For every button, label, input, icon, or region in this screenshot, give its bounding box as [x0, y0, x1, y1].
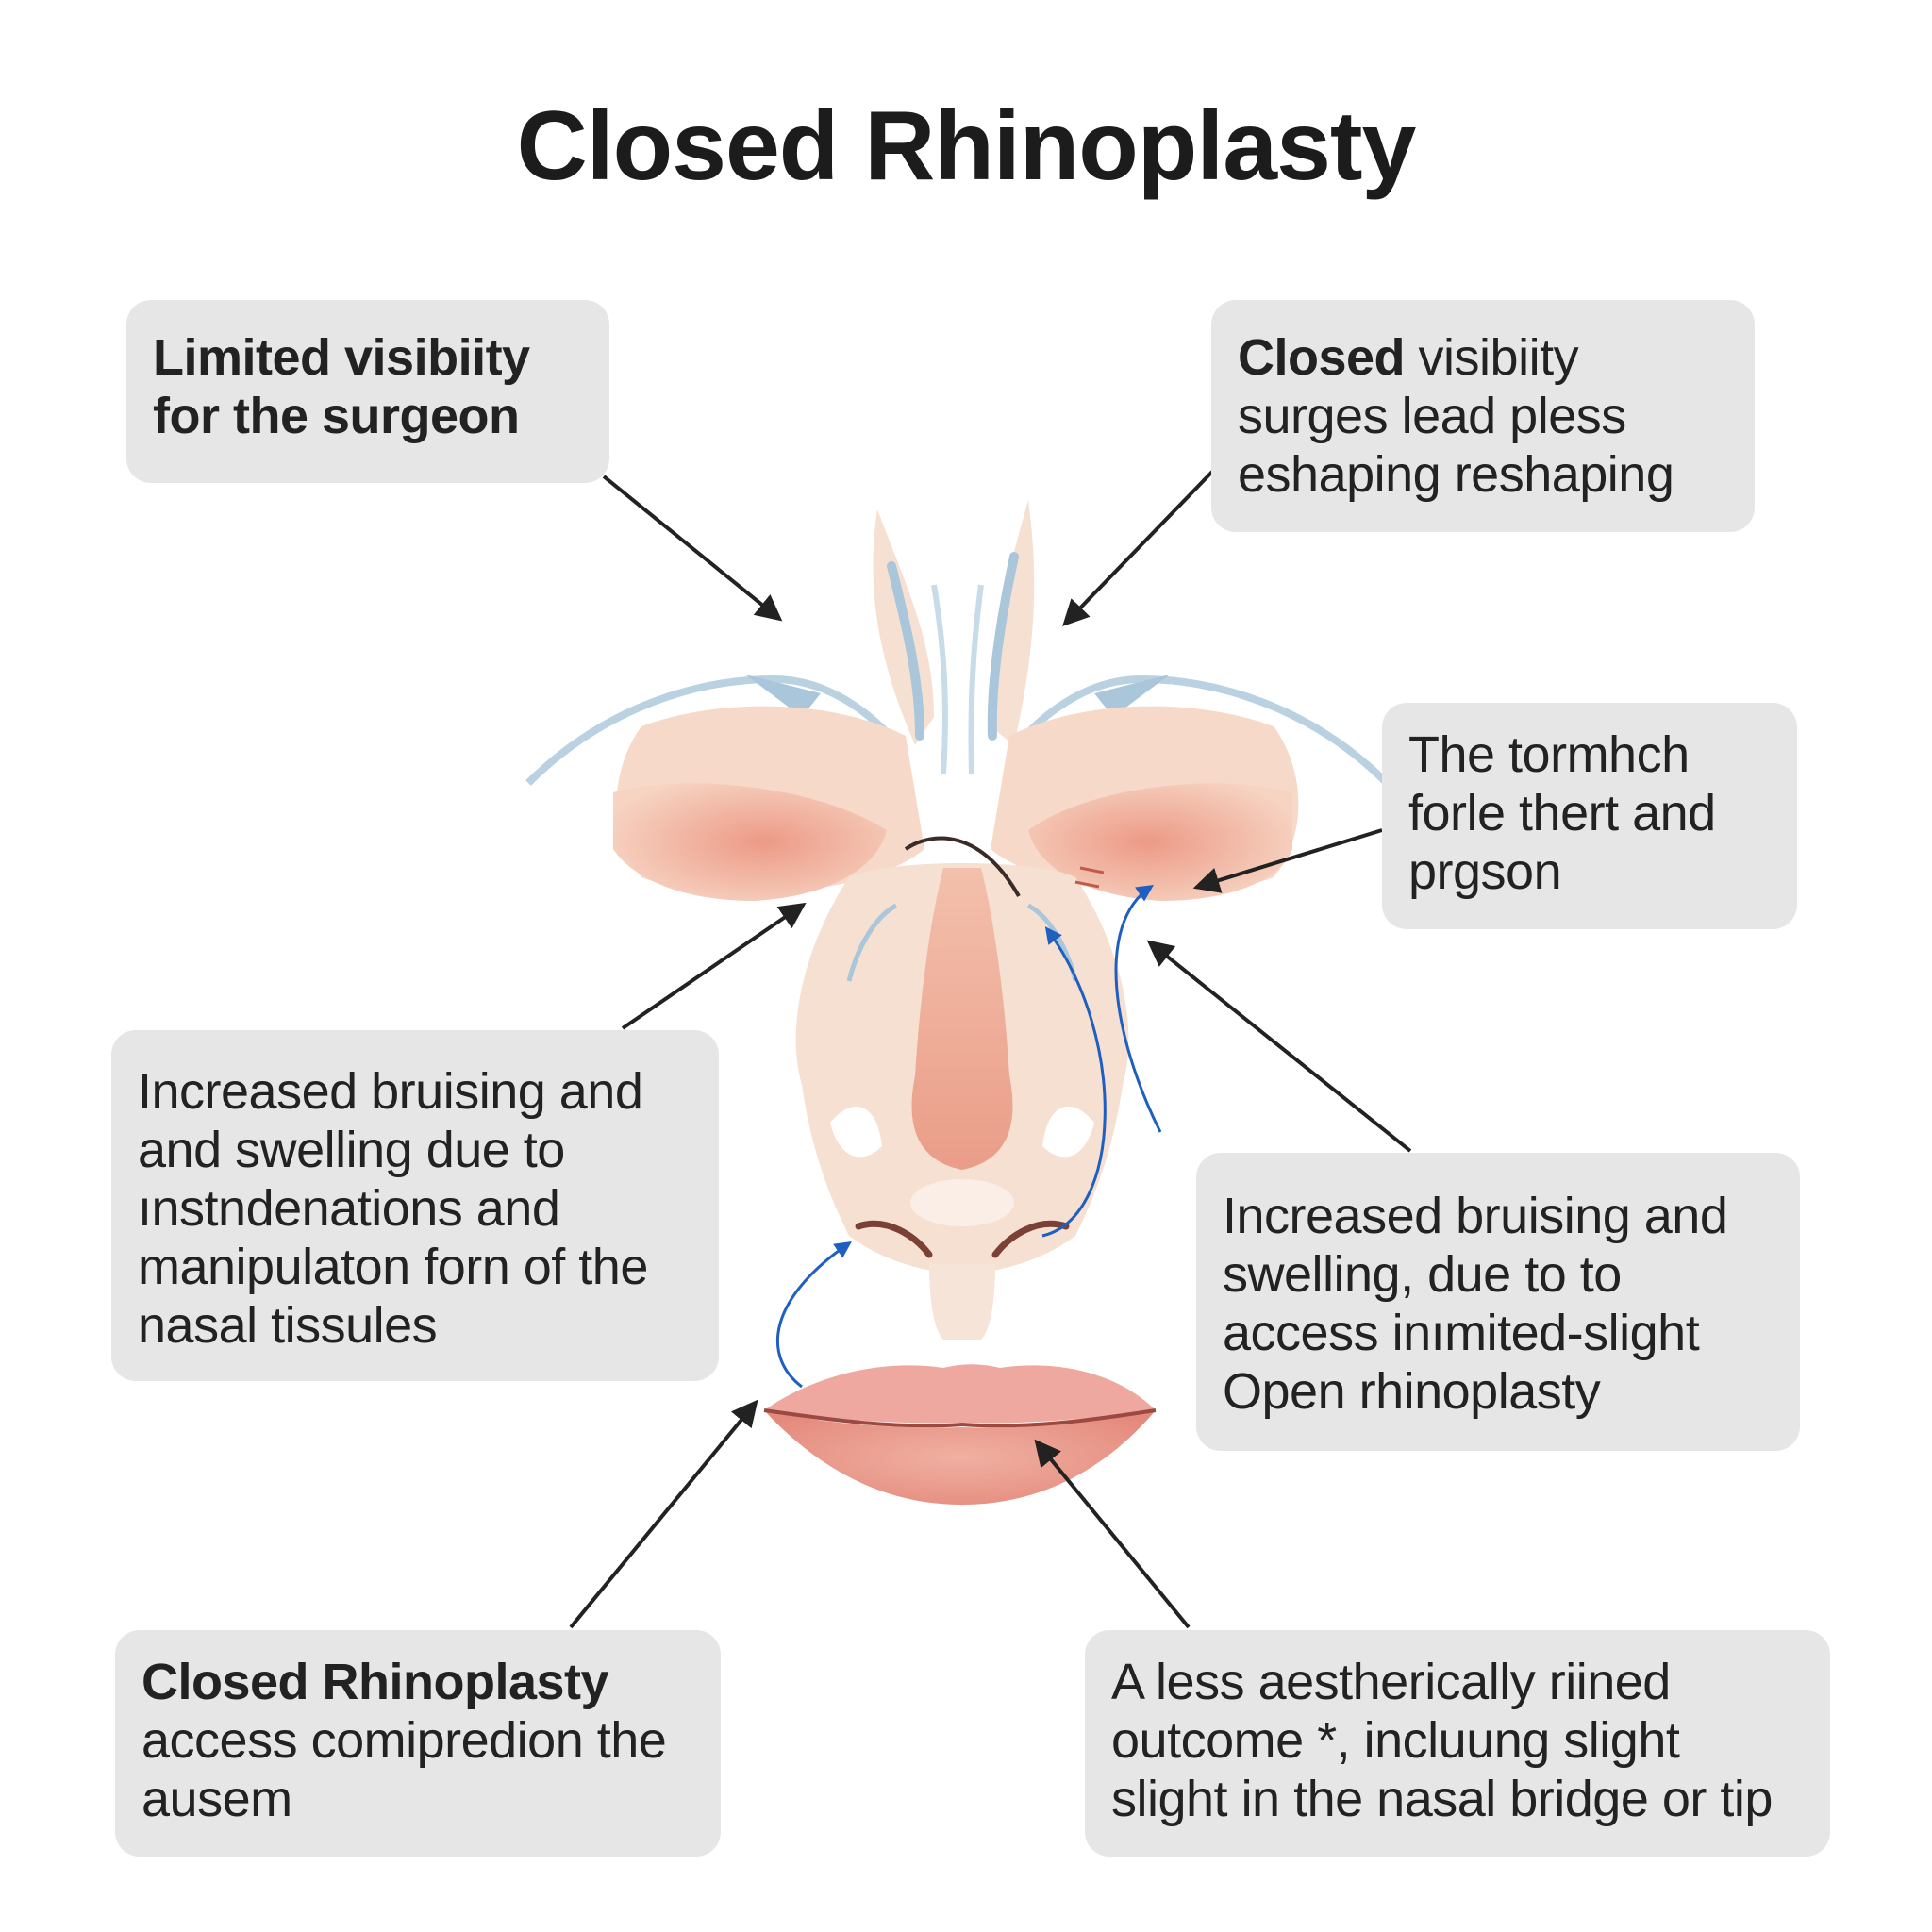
- callout-mid-left-line-4: manipulaton forn of the: [138, 1239, 648, 1295]
- callout-top-right-line-1: Closed visibiity: [1238, 328, 1728, 387]
- callout-bottom-left-line-2: access comipredion the: [142, 1712, 667, 1769]
- callout-mid-right-line-3: prgson: [1408, 843, 1562, 900]
- callout-mid-left: Increased bruising and and swelling due …: [111, 1030, 719, 1381]
- arrow-bottom-right: [1034, 1439, 1191, 1629]
- philtrum: [929, 1264, 995, 1340]
- callout-top-left-line-2: for the surgeon: [153, 388, 520, 444]
- brow-cartilage: [525, 675, 1390, 786]
- callout-lower-right-line-3: access inımited-slight: [1223, 1305, 1700, 1361]
- page-title: Closed Rhinoplasty: [516, 92, 1417, 201]
- callout-bottom-right-line-2: outcome *, incluung slight: [1111, 1712, 1680, 1769]
- nose-body: [795, 836, 1129, 1274]
- callout-top-right-bold: Closed: [1238, 329, 1406, 386]
- callout-bottom-right-line-1: A less aestherically riined: [1111, 1654, 1671, 1710]
- callout-lower-right: Increased bruising and swelling, due to …: [1196, 1153, 1800, 1451]
- callout-lower-right-line-1: Increased bruising and: [1223, 1188, 1728, 1244]
- callout-lower-right-line-2: swelling, due to to: [1223, 1246, 1622, 1303]
- callout-bottom-left: Closed Rhinoplasty access comipredion th…: [115, 1630, 721, 1857]
- arrow-bottom-left: [569, 1399, 758, 1629]
- callout-mid-left-line-5: nasal tissules: [138, 1297, 438, 1354]
- callout-top-right-rest: visibiity: [1405, 329, 1579, 386]
- callout-mid-left-line-1: Increased bruising and: [138, 1063, 643, 1120]
- arrow-top-left: [602, 475, 783, 622]
- callout-mid-right: The tormhch forle thert and prgson: [1382, 703, 1797, 929]
- callout-bottom-left-line-3: ausem: [142, 1771, 292, 1827]
- arrow-lower-right: [1146, 940, 1412, 1153]
- pointer-arrows: [569, 470, 1412, 1629]
- callout-top-left-line-1: Limited visibiity: [153, 329, 530, 386]
- lips: [763, 1364, 1157, 1505]
- callout-top-left: Limited visibiity for the surgeon: [126, 300, 609, 483]
- callout-bottom-right: A less aestherically riined outcome *, i…: [1085, 1630, 1830, 1857]
- cheek-plates: [613, 706, 1299, 901]
- arrow-top-right: [1062, 470, 1214, 627]
- upper-cartilage: [873, 500, 1035, 774]
- arrow-mid-left: [621, 902, 807, 1030]
- callout-mid-left-line-3: ınstndenations and: [138, 1180, 560, 1237]
- callout-mid-left-line-2: and swelling due to: [138, 1122, 565, 1178]
- blue-incision-arrows: [775, 884, 1162, 1389]
- callout-mid-right-line-2: forle thert and: [1408, 785, 1716, 841]
- callout-top-right-line-2: surges lead pless: [1238, 388, 1626, 444]
- callout-mid-right-line-1: The tormhch: [1408, 726, 1690, 783]
- callout-bottom-left-bold: Closed Rhinoplasty: [142, 1654, 609, 1710]
- arrow-mid-right: [1192, 828, 1383, 893]
- callout-lower-right-line-4: Open rhinoplasty: [1223, 1363, 1601, 1420]
- callout-top-right-line-3: eshaping reshaping: [1238, 446, 1674, 503]
- callout-top-right: Closed visibiity surges lead pless eshap…: [1211, 300, 1755, 532]
- callout-bottom-right-line-3: slight in the nasal bridge or tip: [1111, 1771, 1773, 1827]
